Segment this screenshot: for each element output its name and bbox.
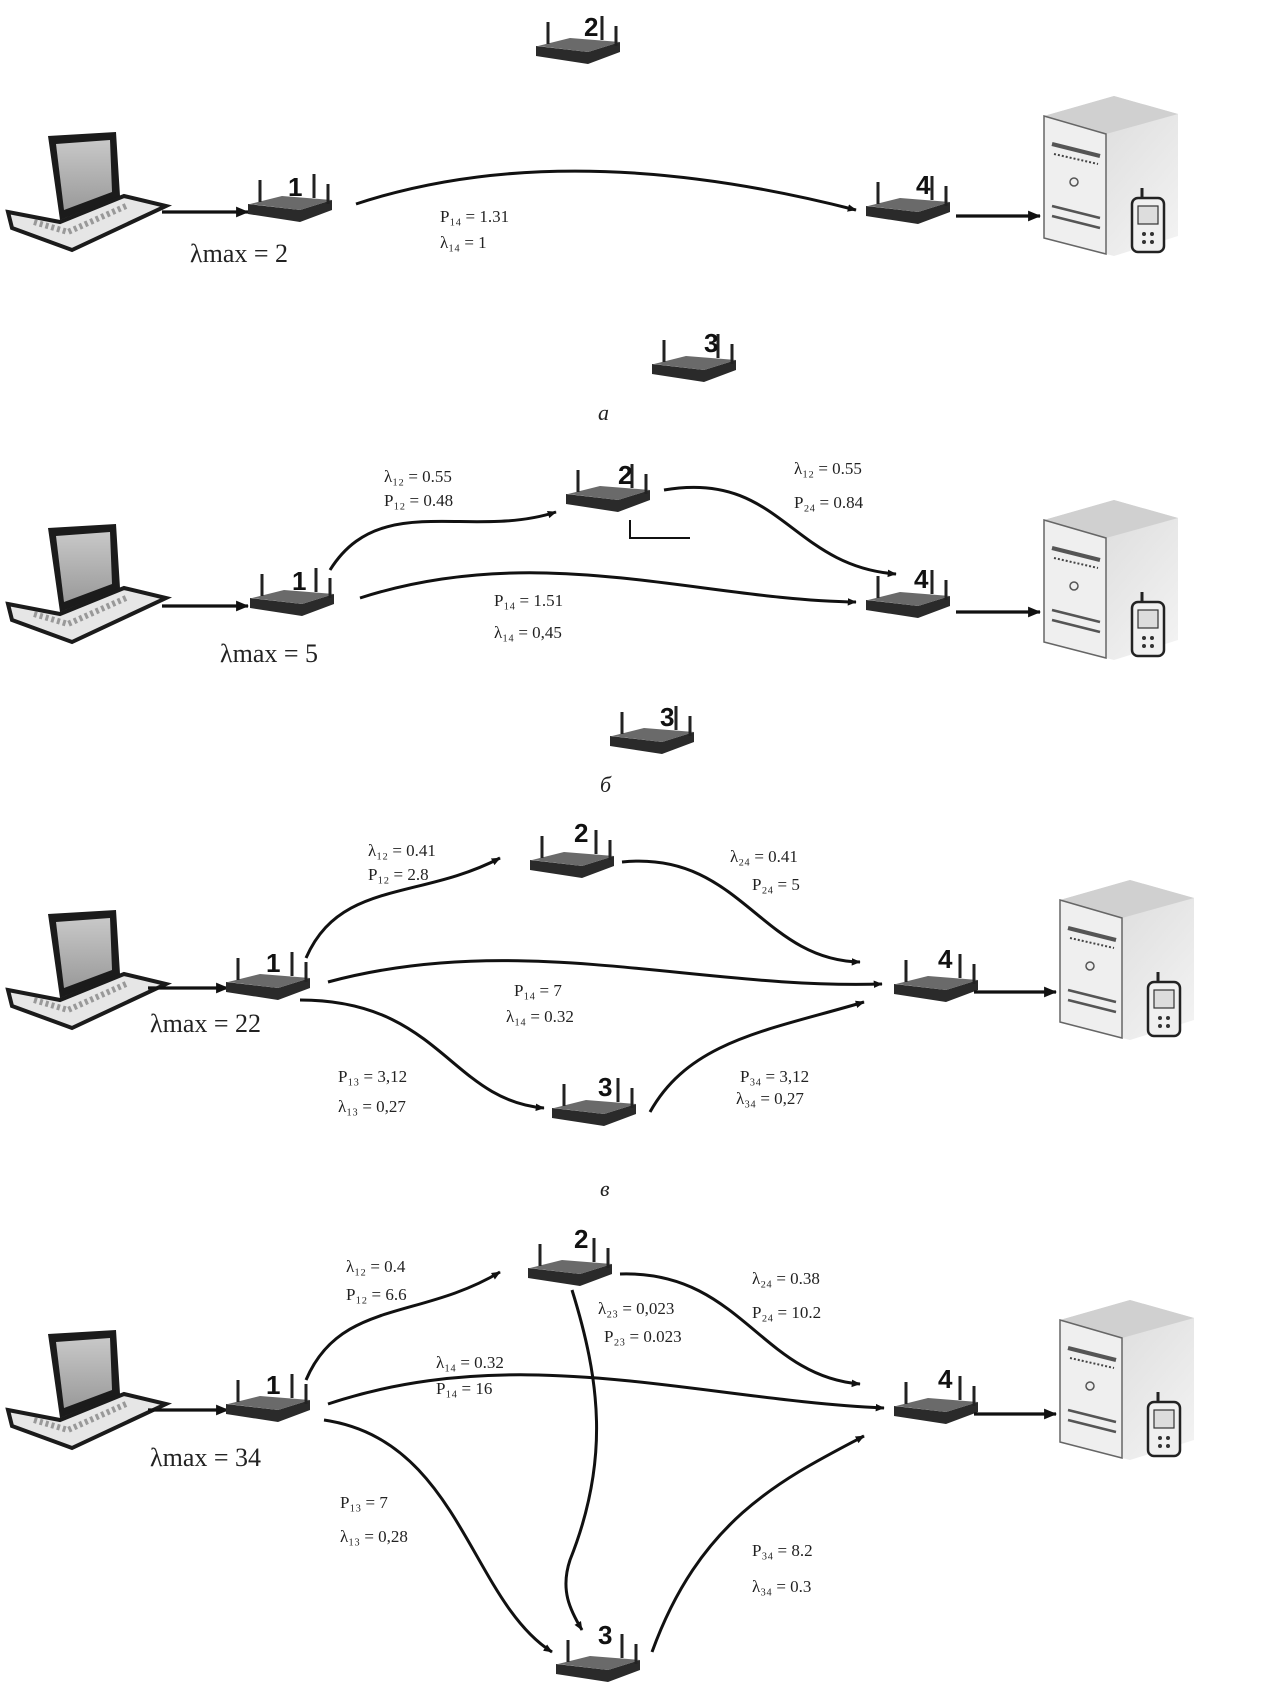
panel-c: 1 2 3 4 λmax = 22 λ₁₂ = 0.41 P₁₂ = 2.8 λ… — [8, 818, 1194, 1201]
panel-d: 1 2 3 4 λmax = 34 λ₁₂ = 0.4 P₁₂ = 6.6 λ₂… — [8, 1224, 1194, 1682]
router-2-icon — [530, 830, 614, 878]
edge-1-2 — [330, 512, 556, 570]
router-2-label: 2 — [574, 1224, 588, 1254]
edge-1-4-label-lambda: λ₁₄ = 0,45 — [494, 623, 562, 642]
edge-2-4-label-lambda: λ₂₄ = 0.41 — [730, 847, 798, 866]
edge-2-4-label-lambda: λ₁₂ = 0.55 — [794, 459, 862, 478]
edge-1-4 — [328, 961, 882, 985]
stray-mark — [630, 520, 690, 538]
edge-1-4-label-p: P₁₄ = 7 — [514, 981, 562, 1000]
router-1-label: 1 — [292, 566, 306, 596]
router-1-label: 1 — [266, 948, 280, 978]
router-2-icon — [536, 16, 620, 64]
edge-1-3-label-p: P₁₃ = 7 — [340, 1493, 388, 1512]
panel-b: 1 2 3 4 λmax = 5 λ₁₂ = 0.55 P₁₂ = 0.48 λ… — [8, 459, 1178, 797]
edge-1-4 — [328, 1375, 884, 1408]
router-3-icon — [552, 1078, 636, 1126]
edge-1-4-label-p: P₁₄ = 16 — [436, 1379, 492, 1398]
edge-2-4 — [622, 861, 860, 962]
router-4-icon — [866, 176, 950, 224]
router-1-label: 1 — [288, 172, 302, 202]
router-2-label: 2 — [584, 12, 598, 42]
edge-3-4-label-p: P₃₄ = 3,12 — [740, 1067, 809, 1086]
edge-1-4-label-lambda: λ₁₄ = 0.32 — [436, 1353, 504, 1372]
edge-3-4-label-p: P₃₄ = 8.2 — [752, 1541, 813, 1560]
router-4-label: 4 — [938, 944, 953, 974]
router-2-label: 2 — [574, 818, 588, 848]
router-3-icon — [610, 706, 694, 754]
edge-1-4 — [356, 171, 856, 210]
lambda-max: λmax = 2 — [190, 239, 288, 268]
edge-3-4-label-lambda: λ₃₄ = 0,27 — [736, 1089, 804, 1108]
router-3-label: 3 — [598, 1072, 612, 1102]
edge-2-4-label-p: P₂₄ = 0.84 — [794, 493, 864, 512]
laptop-icon — [8, 1330, 166, 1448]
edge-1-2-label-p: P₁₂ = 6.6 — [346, 1285, 407, 1304]
laptop-icon — [8, 910, 166, 1028]
edge-3-4-label-lambda: λ₃₄ = 0.3 — [752, 1577, 811, 1596]
edge-1-3-label-p: P₁₃ = 3,12 — [338, 1067, 407, 1086]
server-icon — [1044, 96, 1178, 256]
router-3-label: 3 — [704, 328, 718, 358]
edge-1-2-label-lambda: λ₁₂ = 0.41 — [368, 841, 436, 860]
router-3-icon — [652, 334, 736, 382]
edge-1-2-label-p: P₁₂ = 2.8 — [368, 865, 429, 884]
edge-1-4-label-lambda: λ₁₄ = 1 — [440, 233, 487, 252]
edge-1-2-label-lambda: λ₁₂ = 0.4 — [346, 1257, 406, 1276]
edge-1-4-label-p: P₁₄ = 1.31 — [440, 207, 509, 226]
edge-2-4-label-p: P₂₄ = 10.2 — [752, 1303, 821, 1322]
panel-a: 1 2 3 4 λmax = 2 P₁₄ = 1.31 λ₁₄ = 1 а — [8, 12, 1178, 425]
laptop-icon — [8, 132, 166, 250]
edge-2-3-label-lambda: λ₂₃ = 0,023 — [598, 1299, 674, 1318]
router-4-label: 4 — [916, 170, 931, 200]
lambda-max: λmax = 34 — [150, 1443, 261, 1472]
panel-caption: а — [598, 400, 609, 425]
edge-2-3-label-p: P₂₃ = 0.023 — [604, 1327, 682, 1346]
router-3-label: 3 — [598, 1620, 612, 1650]
server-icon — [1060, 880, 1194, 1040]
router-2-icon — [528, 1238, 612, 1286]
edge-1-2-label-lambda: λ₁₂ = 0.55 — [384, 467, 452, 486]
server-icon — [1060, 1300, 1194, 1460]
edge-1-4 — [360, 573, 856, 602]
edge-1-4-label-p: P₁₄ = 1.51 — [494, 591, 563, 610]
server-icon — [1044, 500, 1178, 660]
router-2-label: 2 — [618, 460, 632, 490]
router-4-icon — [894, 1376, 978, 1424]
router-1-label: 1 — [266, 1370, 280, 1400]
edge-1-3-label-lambda: λ₁₃ = 0,27 — [338, 1097, 406, 1116]
edge-1-2-label-p: P₁₂ = 0.48 — [384, 491, 453, 510]
router-4-label: 4 — [938, 1364, 953, 1394]
edge-1-3-label-lambda: λ₁₃ = 0,28 — [340, 1527, 408, 1546]
router-4-icon — [866, 570, 950, 618]
edge-2-4-label-lambda: λ₂₄ = 0.38 — [752, 1269, 820, 1288]
laptop-icon — [8, 524, 166, 642]
router-4-icon — [894, 954, 978, 1002]
lambda-max: λmax = 22 — [150, 1009, 261, 1038]
edge-2-3 — [566, 1290, 597, 1630]
router-2-icon — [566, 464, 650, 512]
edge-2-4-label-p: P₂₄ = 5 — [752, 875, 800, 894]
router-3-label: 3 — [660, 702, 674, 732]
router-4-label: 4 — [914, 564, 929, 594]
panel-caption: в — [600, 1176, 610, 1201]
edge-1-4-label-lambda: λ₁₄ = 0.32 — [506, 1007, 574, 1026]
panel-caption: б — [600, 772, 612, 797]
lambda-max: λmax = 5 — [220, 639, 318, 668]
